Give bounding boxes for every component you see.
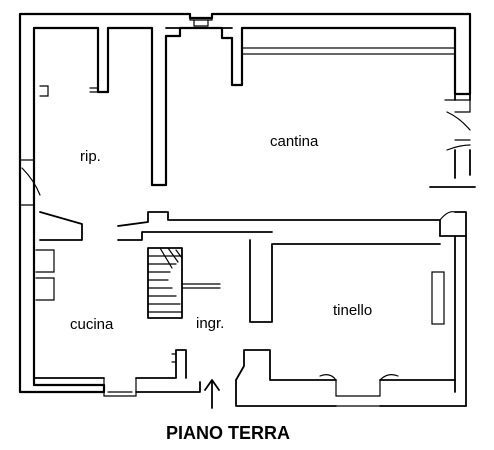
cantina-shelf [241, 47, 456, 55]
cucina-window [103, 377, 137, 397]
mid-wall-left [39, 211, 83, 241]
room-label-ingresso: ingr. [196, 315, 225, 332]
bottom-wall-right-b [379, 379, 467, 407]
left-window-swing [21, 167, 41, 196]
right-wall-mid [454, 149, 471, 179]
entrance-arrow-icon [204, 379, 220, 391]
mid-wall-right [439, 211, 467, 237]
tinello-left-wall [249, 239, 441, 323]
bottom-wall-right-a [235, 349, 337, 407]
stair-outline [147, 247, 183, 319]
rip-pier-detail [89, 87, 99, 93]
stair-rail [181, 283, 221, 289]
room-label-tinello: tinello [333, 302, 373, 319]
tinello-window [335, 379, 381, 407]
rip-niche [39, 85, 49, 97]
cantina-left-wall [231, 27, 243, 86]
plan-title: PIANO TERRA [166, 423, 291, 443]
right-window-swing [446, 111, 471, 131]
top-door-step [193, 19, 209, 27]
mid-wall-center [117, 211, 441, 241]
bottom-pier-detail [171, 353, 177, 363]
tinello-niche [431, 271, 445, 325]
central-pier [151, 27, 181, 186]
top-door [189, 13, 213, 21]
room-label-cucina: cucina [70, 316, 114, 333]
room-label-rip: rip. [80, 148, 101, 165]
stair-treads [147, 247, 183, 313]
room-label-cantina: cantina [270, 133, 319, 150]
bottom-wall-left [19, 377, 105, 393]
right-window-b [446, 139, 471, 151]
cucina-units [35, 249, 55, 301]
right-window-a [444, 99, 471, 113]
tinello-window-swing [319, 374, 399, 381]
left-window [19, 159, 35, 206]
right-door-swing [439, 211, 456, 221]
outer-wall [18, 12, 472, 394]
rip-pier [97, 27, 109, 93]
bottom-wall-mid [135, 349, 201, 393]
